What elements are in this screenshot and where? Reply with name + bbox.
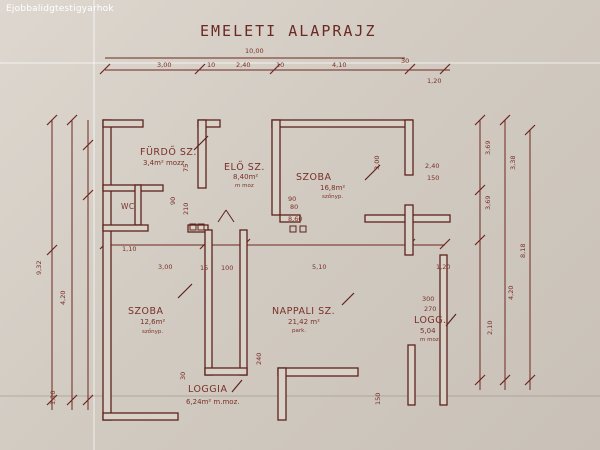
wall-top-left (102, 119, 144, 128)
dim-top-total: 10,00 (245, 47, 264, 55)
paper-crease (0, 395, 600, 397)
dim-v369a: 3,69 (484, 140, 492, 155)
dim-v30: 30 (179, 371, 187, 380)
dim-top-b: 2,40 (236, 61, 251, 69)
room-name-wc: WC (121, 202, 135, 211)
wall-corridor-right (239, 229, 248, 376)
dim-v75: 75 (182, 163, 190, 172)
dim-v210b: 210 (182, 202, 190, 215)
wall-szoba-left (271, 119, 281, 216)
dim-w10b: 10 (276, 61, 285, 69)
room-area-szoba-left: 12,6m² (140, 318, 166, 326)
dim-v420: 4,20 (507, 285, 515, 300)
dim-mid-b: 5,10 (312, 263, 327, 271)
wall-wc-top (102, 184, 164, 192)
wall-pier-right (404, 204, 414, 256)
dimension-ticks (46, 63, 536, 406)
dim-v300: 3,00 (373, 155, 381, 170)
dim-r270: 270 (424, 305, 437, 313)
dim-v240: 240 (255, 352, 263, 365)
check-marks (177, 135, 457, 393)
room-area-logg: 5,04 (420, 327, 436, 335)
room-area-loggia: 6,24m² m.moz. (186, 398, 240, 406)
wall-loggia-top (277, 367, 359, 377)
wall-szoba-bottom-left (279, 214, 301, 223)
dim-v210: 2,10 (486, 320, 494, 335)
dim-d15: 15 (200, 264, 209, 272)
wall-wc-bottom (102, 224, 149, 232)
room-floor-eloter: m moz (235, 183, 254, 189)
wall-bottom-left (102, 412, 179, 421)
paper-fold-vertical (93, 0, 95, 450)
dim-mid-c: 1,20 (436, 263, 451, 271)
plan-title: EMELETI ALAPRAJZ (200, 22, 377, 40)
wall-szoba-right (404, 119, 414, 176)
dim-v369b: 3,69 (484, 195, 492, 210)
room-floor-logg: m moz. (420, 337, 441, 343)
wall-corridor-left (204, 229, 213, 376)
room-area-nappali: 21,42 m² (288, 318, 320, 326)
room-area-furdo: 3,4m² mozz. (143, 159, 187, 167)
dim-top-r: 1,20 (427, 77, 442, 85)
dim-mid-a: 3,00 (158, 263, 173, 271)
wall-bath-right (197, 119, 207, 189)
wall-corridor-bottom (204, 367, 248, 376)
room-name-logg: LOGG. (414, 315, 447, 326)
dim-v818: 8,18 (519, 243, 527, 258)
dim-v932: 9,32 (35, 260, 43, 275)
paper-fold-horizontal (0, 62, 600, 64)
dim-d860: 8,60 (288, 215, 303, 223)
wall-szoba-top (271, 119, 413, 128)
dim-v420b: 4,20 (59, 290, 67, 305)
dim-d90: 90 (288, 195, 297, 203)
wall-logg-left (407, 344, 416, 406)
watermark: Ejobbalidgtestigyarhok (6, 4, 114, 14)
dim-r240: 2,40 (425, 162, 440, 170)
wall-wc-right (134, 184, 142, 226)
room-floor-szoba-left: szőnyp. (142, 329, 164, 335)
dim-w30: 30 (401, 57, 410, 65)
dim-top-a: 3,00 (157, 61, 172, 69)
room-floor-szoba-top: szőnyp. (322, 194, 344, 200)
dim-w10a: 10 (207, 61, 216, 69)
dim-v150: 150 (374, 392, 382, 405)
room-name-szoba-left: SZOBA (128, 306, 164, 317)
room-name-furdo: FÜRDŐ SZ. (140, 147, 197, 158)
wall-logg-right (439, 254, 448, 406)
room-name-eloter: ELŐ SZ. (224, 162, 265, 173)
dim-top-c: 4,10 (332, 61, 347, 69)
window-marks (189, 209, 307, 233)
wall-left-outer (102, 119, 112, 421)
dim-d100: 100 (221, 264, 234, 272)
dim-v90: 90 (169, 196, 177, 205)
dim-r150: 150 (427, 174, 440, 182)
room-name-szoba-top: SZOBA (296, 172, 332, 183)
dim-d110: 1,10 (122, 245, 137, 253)
room-name-loggia: LOGGIA (188, 384, 228, 395)
dim-v120: 1,20 (49, 390, 57, 405)
dim-r300: 300 (422, 295, 435, 303)
dim-v338: 3,38 (509, 155, 517, 170)
room-floor-nappali: park. (292, 328, 307, 334)
walls (102, 119, 451, 421)
room-area-eloter: 8,40m² (233, 173, 259, 181)
room-name-nappali: NAPPALI SZ. (272, 306, 336, 317)
wall-loggia-left (277, 367, 287, 421)
room-area-szoba-top: 16,8m² (320, 184, 346, 192)
dim-d80: 80 (290, 203, 299, 211)
